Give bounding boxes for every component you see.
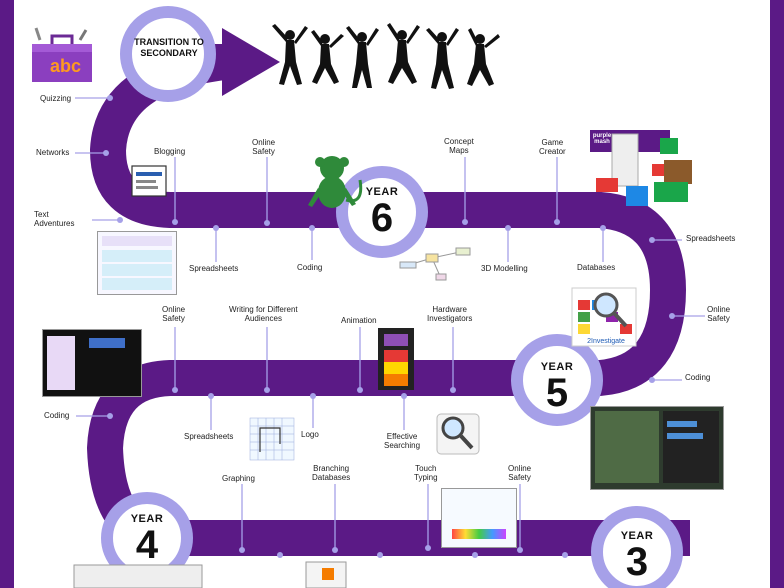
- year-5-heading: YEAR: [540, 361, 574, 373]
- investigate-logo: 2Investigate: [587, 338, 625, 345]
- jumping-people-icon: [272, 23, 500, 89]
- year-5-number: 5: [545, 371, 569, 415]
- label-graphing: Graphing: [222, 474, 255, 483]
- label-concept-maps: Concept Maps: [444, 137, 474, 155]
- label-animation: Animation: [341, 316, 377, 325]
- label-game-creator: Game Creator: [539, 138, 566, 156]
- label-online-safety-y5: Online Safety: [162, 305, 185, 323]
- label-touch-typing-line1: Touch: [415, 464, 437, 473]
- label-text-adventures: Text Adventures: [34, 210, 74, 228]
- label-touch-typing-line2: Typing: [414, 473, 438, 482]
- abc-logo: abc: [50, 56, 82, 76]
- label-spreadsheets-y5: Spreadsheets: [184, 432, 234, 441]
- label-coding-y6: Coding: [297, 263, 323, 272]
- label-writing: Writing for Different Audiences: [229, 305, 298, 323]
- label-networks: Networks: [36, 148, 70, 157]
- thumb-bottom-left: [73, 564, 203, 588]
- branching-icon: [322, 568, 334, 580]
- year-5-badge: YEAR 5: [527, 361, 587, 413]
- label-writing-line1: Writing for Different: [229, 305, 298, 314]
- label-online-safety-y3-line1: Online: [508, 464, 532, 473]
- label-effective-searching-line1: Effective: [386, 432, 418, 441]
- road-path: [87, 44, 690, 556]
- label-effective-searching-line2: Searching: [384, 441, 421, 450]
- touch-typing-thumbnail: [441, 488, 517, 548]
- label-hardware: Hardware Investigators: [427, 305, 472, 323]
- label-branching-line2: Databases: [312, 473, 351, 482]
- label-coding-y4: Coding: [44, 411, 70, 420]
- label-game-creator-line2: Creator: [539, 147, 566, 156]
- year-4-badge: YEAR 4: [117, 513, 177, 565]
- label-online-safety-y6-line2: Safety: [252, 147, 275, 156]
- label-blogging: Blogging: [154, 147, 186, 156]
- label-online-safety-y3-line2: Safety: [508, 473, 531, 482]
- label-effective-searching: Effective Searching: [384, 432, 420, 450]
- label-online-safety-y5-line2: Safety: [162, 314, 185, 323]
- concept-map-icon: [399, 247, 471, 281]
- label-databases-y6: Databases: [577, 263, 616, 272]
- film-strip-icon: [378, 328, 414, 390]
- label-touch-typing: Touch Typing: [414, 464, 438, 482]
- year-3-badge: YEAR 3: [607, 530, 667, 582]
- label-concept-maps-line2: Maps: [449, 146, 469, 155]
- label-online-safety-right: Online Safety: [707, 305, 730, 323]
- year-4-number: 4: [135, 523, 159, 567]
- year-6-number: 6: [370, 196, 394, 240]
- monkey-icon: [308, 156, 363, 208]
- coding-thumbnail-right: [590, 406, 724, 490]
- year-4-heading: YEAR: [130, 513, 164, 525]
- label-branching-line1: Branching: [313, 464, 350, 473]
- purple-mash-collage: [590, 130, 692, 206]
- label-online-safety-y6-line1: Online: [252, 138, 276, 147]
- label-online-safety-y5-line1: Online: [162, 305, 186, 314]
- label-online-safety-y6: Online Safety: [252, 138, 275, 156]
- coding-thumbnail-left: [42, 329, 142, 397]
- label-spreadsheets-y6: Spreadsheets: [189, 264, 239, 273]
- logo-grid-icon: [249, 417, 295, 461]
- label-quizzing: Quizzing: [40, 94, 72, 103]
- year-circles: [101, 6, 683, 588]
- magnifier-icon: [436, 413, 480, 455]
- label-online-safety-y3: Online Safety: [508, 464, 531, 482]
- label-text-adventures-line2: Adventures: [34, 219, 75, 228]
- text-adventure-thumbnail: [97, 231, 177, 295]
- label-logo: Logo: [301, 430, 319, 439]
- label-writing-line2: Audiences: [244, 314, 282, 323]
- label-3d-modelling: 3D Modelling: [481, 264, 528, 273]
- arrow-head: [222, 28, 280, 96]
- label-online-safety-right-line2: Safety: [707, 314, 730, 323]
- year-6-badge: YEAR 6: [352, 186, 412, 238]
- connector-lines: [75, 97, 705, 550]
- year-3-number: 3: [625, 540, 649, 584]
- label-game-creator-line1: Game: [541, 138, 564, 147]
- label-branching-databases: Branching Databases: [312, 464, 350, 482]
- label-text-adventures-line1: Text: [34, 210, 49, 219]
- investigate-icon: [571, 287, 637, 347]
- year-3-heading: YEAR: [620, 530, 654, 542]
- year-6-heading: YEAR: [365, 186, 399, 198]
- toolbox-icon: [32, 27, 92, 82]
- label-hardware-line2: Investigators: [427, 314, 473, 323]
- connector-dots: [103, 95, 675, 558]
- label-spreadsheets-right: Spreadsheets: [686, 234, 736, 243]
- transition-title: TRANSITION TO SECONDARY: [134, 37, 204, 58]
- label-coding-right: Coding: [685, 373, 711, 382]
- blog-icon: [131, 165, 167, 197]
- label-online-safety-right-line1: Online: [707, 305, 731, 314]
- label-concept-maps-line1: Concept: [444, 137, 474, 146]
- label-hardware-line1: Hardware: [432, 305, 468, 314]
- purple-mash-logo: purple mash: [592, 133, 612, 145]
